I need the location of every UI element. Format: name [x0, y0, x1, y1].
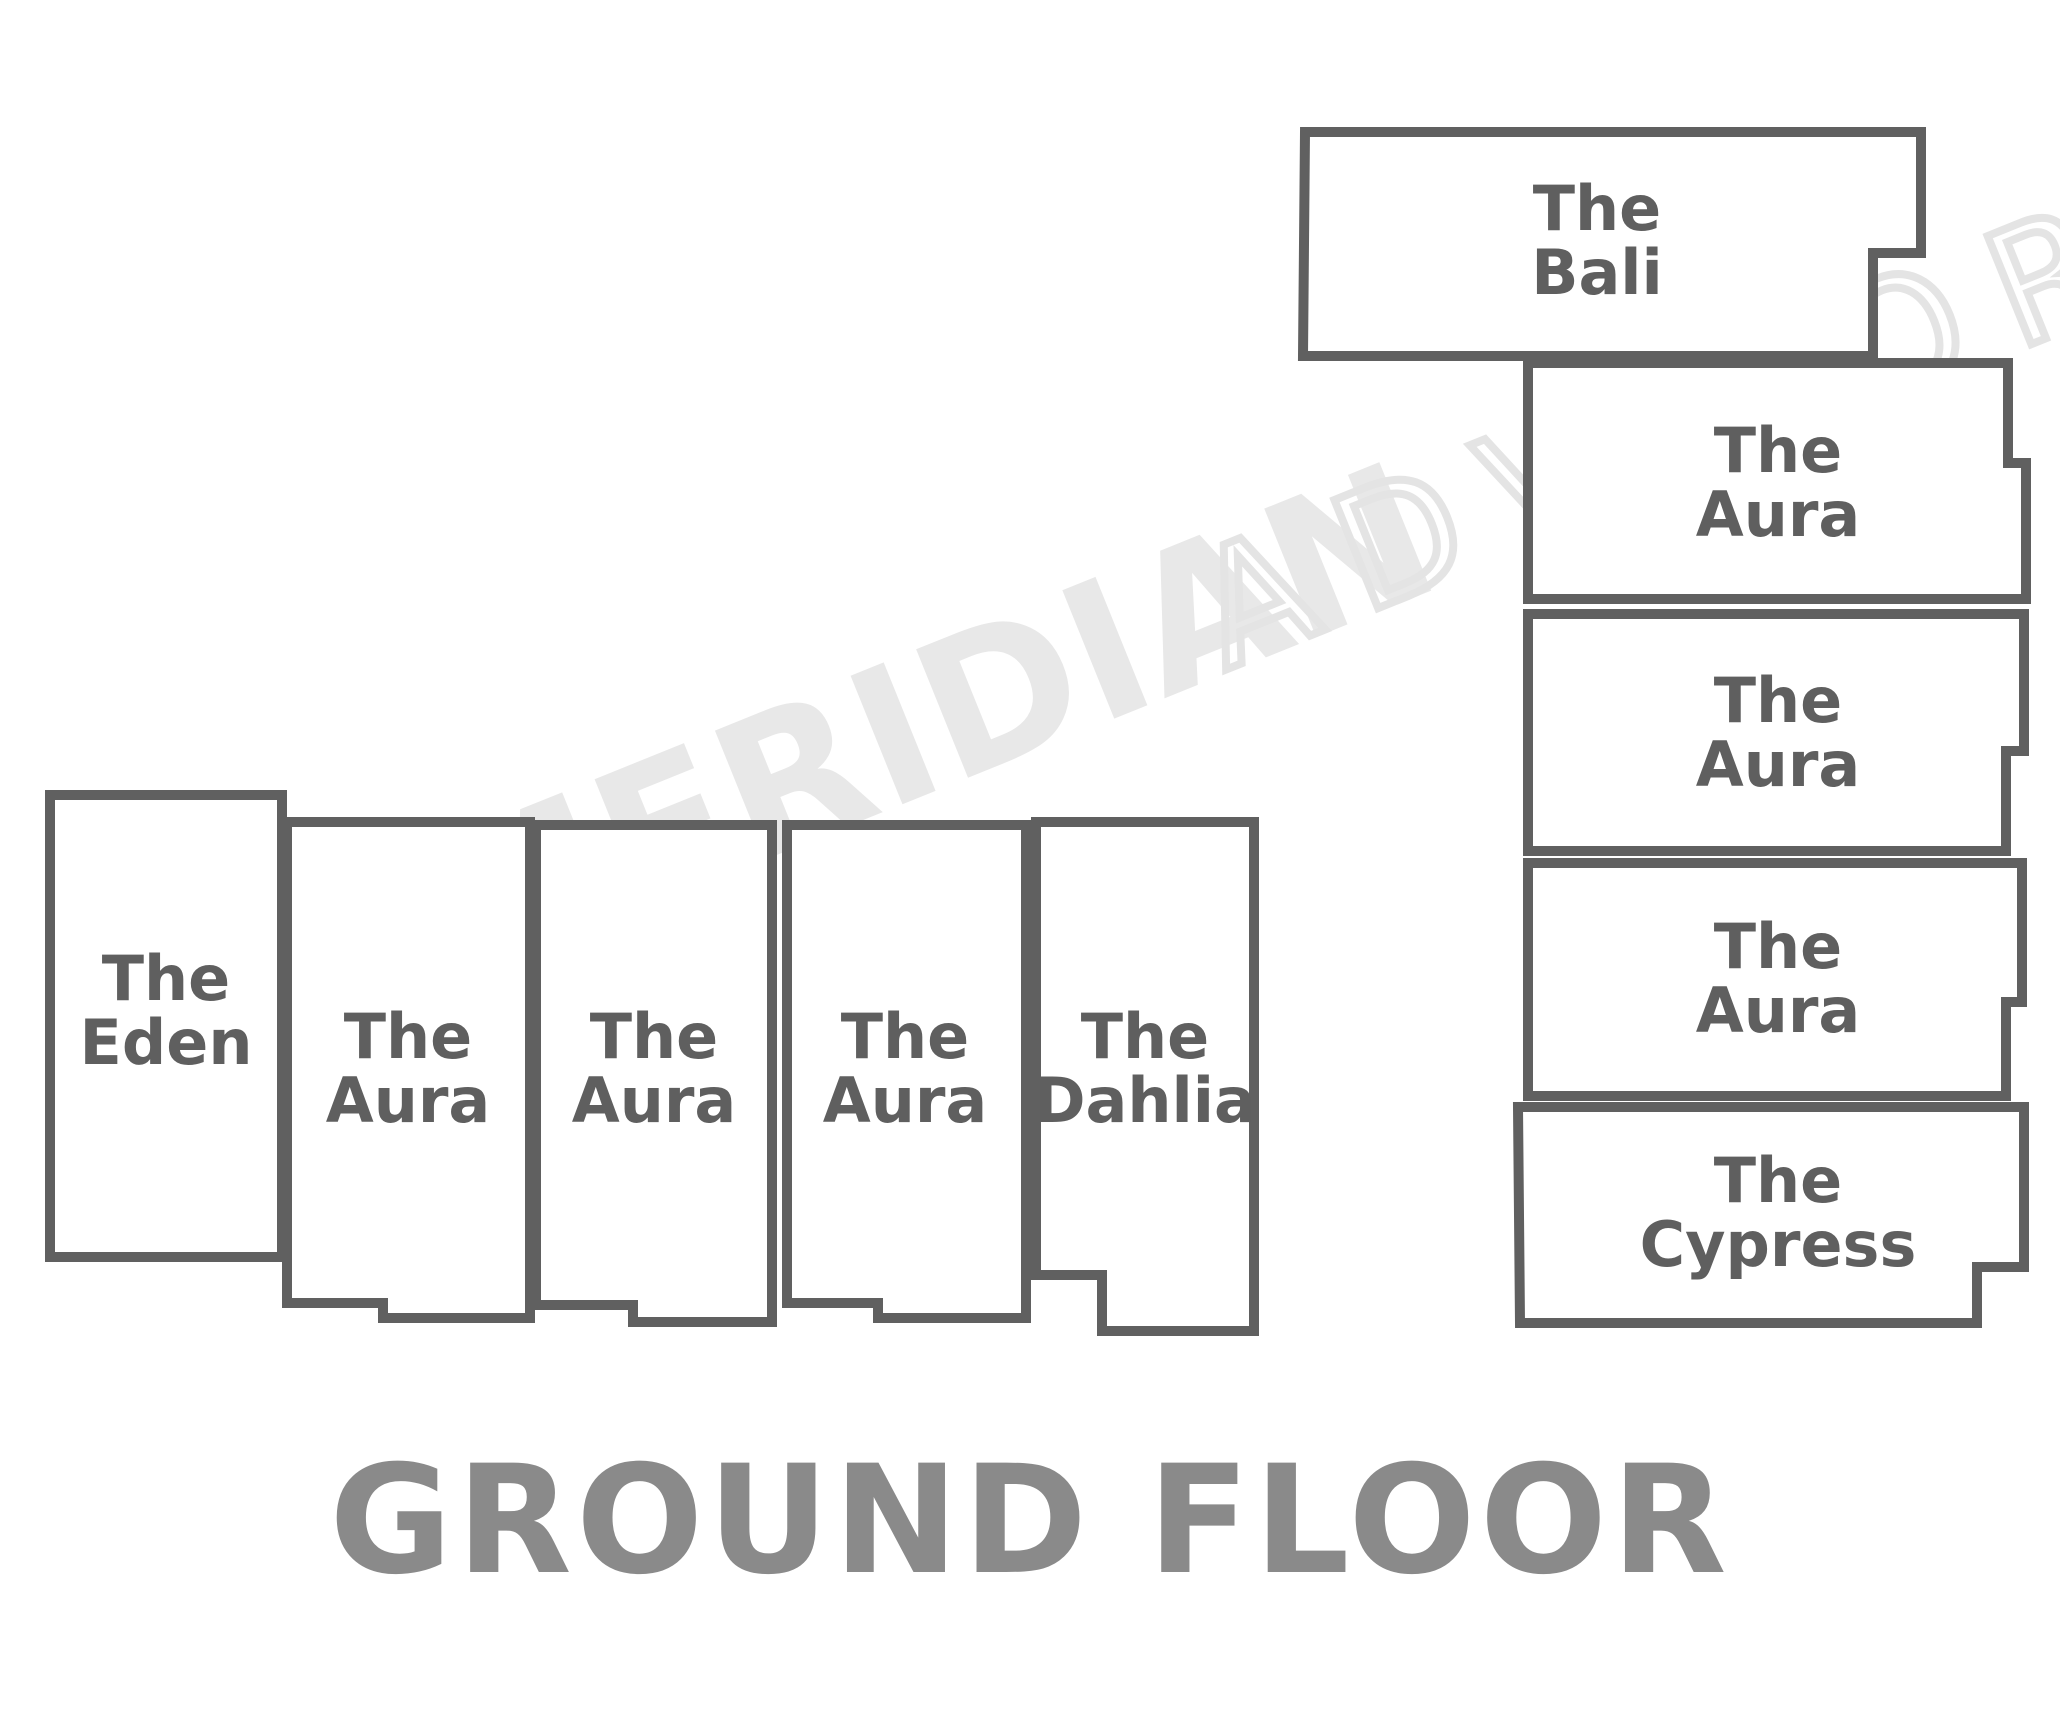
unit-cypress-line1: The	[1714, 1144, 1842, 1217]
unit-aura-6-line2: Aura	[1696, 974, 1861, 1047]
unit-bali[interactable]: The Bali	[1297, 127, 1926, 361]
unit-cypress[interactable]: The Cypress	[1512, 1102, 2029, 1328]
unit-aura-2-line1: The	[590, 1000, 718, 1073]
unit-eden-line2: Eden	[80, 1006, 253, 1079]
unit-eden-line1: The	[102, 942, 230, 1015]
unit-aura-4-line2: Aura	[1696, 478, 1861, 551]
unit-aura-3-line1: The	[841, 1000, 969, 1073]
unit-aura-2-line2: Aura	[572, 1064, 737, 1137]
unit-aura-1[interactable]: The Aura	[282, 817, 535, 1323]
unit-bali-line1: The	[1533, 172, 1661, 245]
unit-aura-4[interactable]: The Aura	[1523, 358, 2031, 604]
unit-aura-3[interactable]: The Aura	[782, 820, 1031, 1323]
unit-dahlia-line2: Dahlia	[1034, 1064, 1256, 1137]
unit-aura-6-line1: The	[1714, 910, 1842, 983]
unit-cypress-line2: Cypress	[1640, 1208, 1917, 1281]
unit-aura-1-line2: Aura	[326, 1064, 491, 1137]
unit-aura-2[interactable]: The Aura	[531, 820, 777, 1327]
unit-aura-5-line1: The	[1714, 664, 1842, 737]
unit-aura-5-line2: Aura	[1696, 728, 1861, 801]
unit-aura-5[interactable]: The Aura	[1523, 609, 2029, 856]
unit-aura-4-line1: The	[1714, 414, 1842, 487]
unit-aura-3-line2: Aura	[823, 1064, 988, 1137]
unit-eden[interactable]: The Eden	[45, 790, 287, 1262]
unit-aura-1-line1: The	[344, 1000, 472, 1073]
unit-dahlia-line1: The	[1081, 1000, 1209, 1073]
unit-dahlia[interactable]: The Dahlia	[1031, 817, 1259, 1336]
unit-bali-line2: Bali	[1531, 236, 1663, 309]
floor-title: GROUND FLOOR	[329, 1434, 1730, 1608]
unit-aura-6[interactable]: The Aura	[1523, 858, 2027, 1101]
